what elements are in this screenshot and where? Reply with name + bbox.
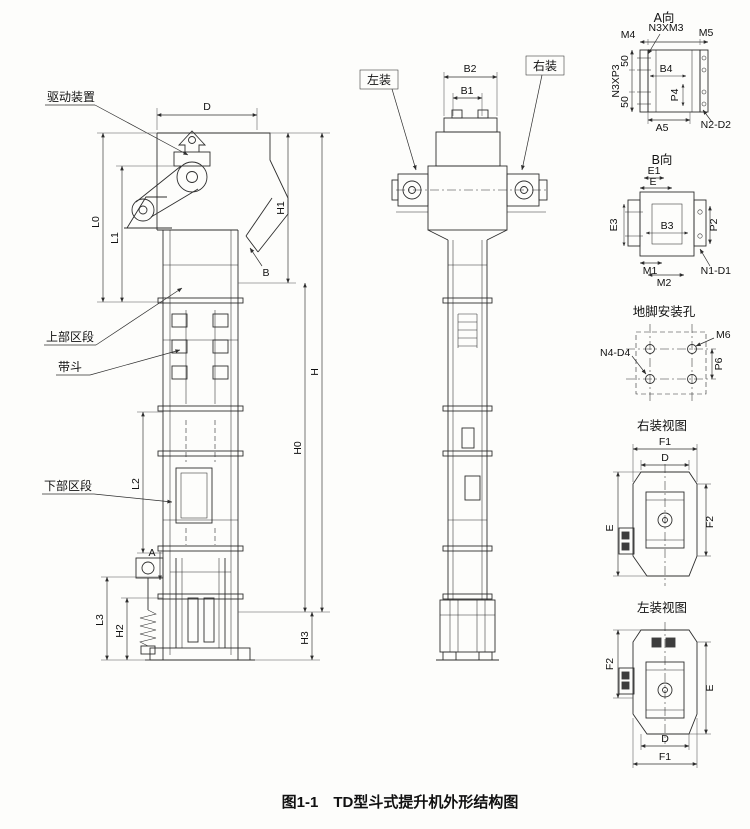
head-housing	[156, 132, 289, 253]
label-n3xm3: N3XM3	[648, 22, 683, 34]
view-a-title: A向	[654, 10, 675, 25]
dim-ri-e: E	[604, 524, 616, 531]
dim-chute-b-label: B	[262, 267, 269, 279]
label-p4: P4	[669, 88, 681, 101]
foundation-title: 地脚安装孔	[633, 304, 696, 319]
front-dimensions: D L0 L1 L2 L3 H2	[90, 101, 330, 661]
dim-l0-label: L0	[90, 216, 102, 228]
side-boot	[436, 599, 499, 661]
side-bearing-right	[506, 173, 548, 207]
boot-frame	[145, 558, 255, 661]
dim-ri-d: D	[661, 452, 669, 464]
inspection-door	[175, 467, 213, 524]
side-dimensions: B2 B1	[443, 63, 498, 116]
side-casing	[442, 240, 493, 600]
dim-l1-label: L1	[109, 232, 121, 244]
label-b3: B3	[661, 220, 674, 232]
side-view: B2 B1 左装 右装	[359, 55, 565, 661]
dim-h2-label: H2	[114, 624, 126, 638]
side-head	[396, 109, 548, 241]
figure-caption: 图1-1 TD型斗式提升机外形结构图	[282, 793, 519, 811]
take-up-tensioner	[135, 557, 164, 655]
front-callouts: 驱动装置 上部区段 带斗 下部区段	[42, 90, 189, 504]
view-a: A向 M4 N3XM3 M5 50 50 N3XP3 B4 P4 A	[610, 10, 731, 134]
left-install-title: 左装视图	[637, 600, 687, 615]
dim-ri-f2: F2	[704, 516, 716, 528]
foundation-view: 地脚安装孔 M6 N4-D4 P6	[600, 304, 731, 402]
label-n3xp3: N3XP3	[610, 64, 622, 97]
label-n4-d4: N4-D4	[600, 347, 631, 359]
label-n2-d2: N2-D2	[701, 119, 732, 131]
dim-h3-label: H3	[299, 631, 311, 645]
label-e3: E3	[608, 218, 620, 231]
dim-li-d: D	[661, 733, 669, 745]
label-b4: B4	[660, 63, 673, 75]
right-install-title: 右装视图	[637, 418, 687, 433]
install-callouts: 左装 右装	[359, 55, 565, 171]
callout-right-install: 右装	[533, 58, 557, 73]
label-m4: M4	[621, 29, 636, 41]
front-view: B	[42, 90, 330, 661]
label-p2: P2	[708, 218, 720, 231]
discharge-chute-marker: B	[249, 247, 270, 279]
dim-l3-label: L3	[94, 614, 106, 626]
callout-lower-section: 下部区段	[44, 478, 92, 493]
dim-li-f1: F1	[659, 751, 671, 763]
callout-buckets: 带斗	[58, 360, 82, 374]
dim-b2-label: B2	[464, 63, 477, 75]
label-a5: A5	[656, 122, 669, 134]
dim-h1-label: H1	[275, 201, 287, 215]
drive-unit	[124, 130, 211, 229]
right-install-view: 右装视图 F1 D E F2	[604, 418, 716, 586]
dim-ri-f1: F1	[659, 436, 671, 448]
label-e: E	[649, 176, 656, 188]
view-b: B向 E1 E E3 B3 P2 M1 M2 N1-D1	[608, 152, 731, 289]
dim-li-f2: F2	[604, 658, 616, 670]
dim-h0-label: H0	[292, 441, 304, 455]
callout-upper-section: 上部区段	[46, 329, 94, 344]
label-n1-d1: N1-D1	[701, 265, 732, 277]
callout-left-install: 左装	[367, 72, 391, 87]
label-p6: P6	[713, 357, 725, 370]
dim-l2-label: L2	[130, 478, 142, 490]
label-m6: M6	[716, 329, 731, 341]
label-50-bottom: 50	[619, 96, 631, 108]
view-b-title: B向	[652, 152, 673, 167]
dim-b1-label: B1	[461, 85, 474, 97]
section-a-marker: A	[148, 547, 162, 581]
callout-drive-unit: 驱动装置	[47, 90, 95, 104]
dim-li-e: E	[704, 684, 716, 691]
label-m5: M5	[699, 27, 714, 39]
side-bearing-left	[391, 173, 429, 207]
dim-d-label: D	[203, 101, 211, 113]
label-e1: E1	[648, 165, 661, 177]
label-m2: M2	[657, 277, 672, 289]
label-50-top: 50	[619, 55, 631, 67]
left-install-view: 左装视图 F2 E D F1	[604, 600, 716, 768]
casing-front	[157, 230, 244, 660]
dim-h-label: H	[309, 368, 321, 376]
bucket-chain	[171, 310, 229, 545]
